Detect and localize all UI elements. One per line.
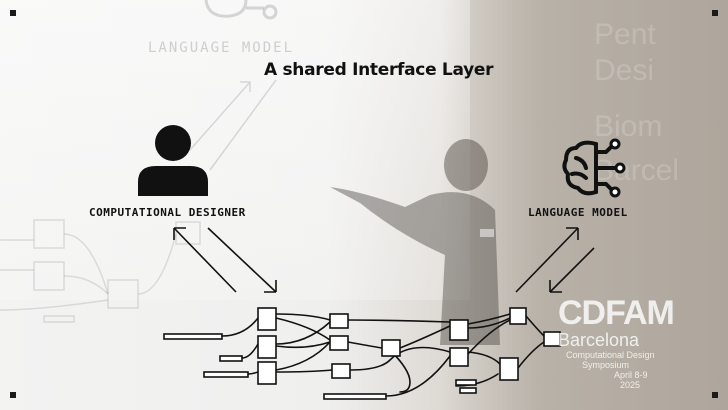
ghost-arrows: [189, 79, 277, 171]
slide-title: A shared Interface Layer: [264, 60, 494, 80]
ghost-label: LANGUAGE MODEL: [148, 40, 295, 56]
projection-screen: [0, 0, 470, 300]
event-line2: Symposium: [582, 360, 630, 370]
ghost-letters: Desi: [594, 54, 655, 87]
designer-arrows: [173, 227, 277, 293]
ghost-brain-icon: [204, 0, 278, 20]
corner-marker: [712, 392, 718, 398]
language-model-label: LANGUAGE MODEL: [528, 206, 628, 219]
ghost-letters: Barcel: [594, 154, 680, 187]
brain-circuit-icon: [562, 138, 626, 198]
event-line1: Computational Design: [566, 350, 655, 360]
person-icon: [138, 125, 208, 196]
computational-designer-label: COMPUTATIONAL DESIGNER: [89, 206, 246, 219]
ghost-node-diagram: [0, 219, 201, 323]
venue-background: [440, 0, 728, 410]
ghost-letters: Biom: [594, 110, 663, 143]
event-city: Barcelona: [558, 330, 640, 350]
event-line3: April 8-9: [614, 370, 648, 380]
event-name: CDFAM: [558, 294, 675, 332]
node-graph-diagram: [163, 307, 561, 400]
ghost-letters: Pent: [594, 18, 656, 51]
model-arrows: [515, 227, 595, 293]
corner-marker: [10, 392, 16, 398]
corner-marker: [712, 10, 718, 16]
speaker-silhouette: [330, 139, 500, 345]
event-branding: CDFAM Barcelona Computational Design Sym…: [558, 294, 675, 390]
event-line4: 2025: [620, 380, 641, 390]
corner-marker: [10, 10, 16, 16]
